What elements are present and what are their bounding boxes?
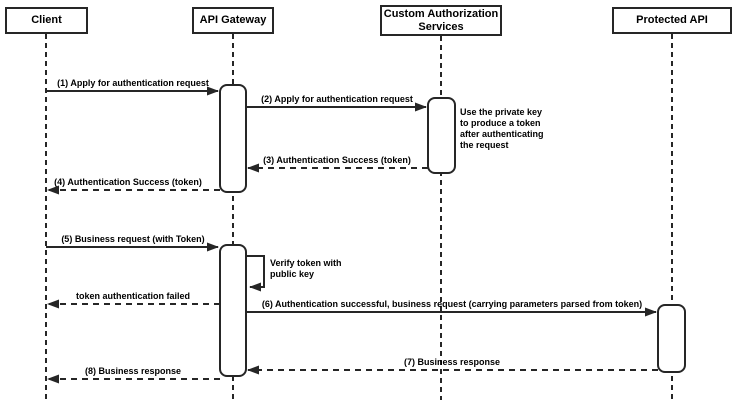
activation-protected-api [657, 304, 686, 373]
note-use-private-key: Use the private key to produce a token a… [460, 107, 544, 150]
participant-protected-api: Protected API [612, 7, 732, 34]
message-label-3: (3) Authentication Success (token) [263, 155, 411, 165]
participant-api-gateway: API Gateway [192, 7, 274, 34]
message-label-2: (2) Apply for authentication request [261, 94, 413, 104]
message-label-1: (1) Apply for authentication request [57, 78, 209, 88]
message-label-4: (4) Authentication Success (token) [54, 177, 202, 187]
activation-api-gateway-business [219, 244, 247, 377]
message-label-7: (7) Business response [403, 357, 501, 367]
arrow-self-loop-verify-token [246, 255, 265, 292]
message-label-8: (8) Business response [84, 366, 182, 376]
self-loop-note-verify-token: Verify token with public key [270, 258, 342, 279]
message-label-6: (6) Authentication successful, business … [261, 299, 643, 309]
message-label-5: (5) Business request (with Token) [61, 234, 205, 244]
participant-client: Client [5, 7, 88, 34]
participant-api-gateway-label: API Gateway [199, 14, 267, 26]
activation-custom-authorization-services [427, 97, 456, 174]
participant-protected-api-label: Protected API [636, 14, 708, 26]
participant-custom-authorization-services-label: Custom Authorization Services [383, 7, 499, 33]
participant-custom-authorization-services: Custom Authorization Services [380, 5, 502, 36]
participant-client-label: Client [31, 14, 62, 26]
message-label-token-failed: token authentication failed [75, 291, 190, 301]
activation-api-gateway-auth [219, 84, 247, 193]
